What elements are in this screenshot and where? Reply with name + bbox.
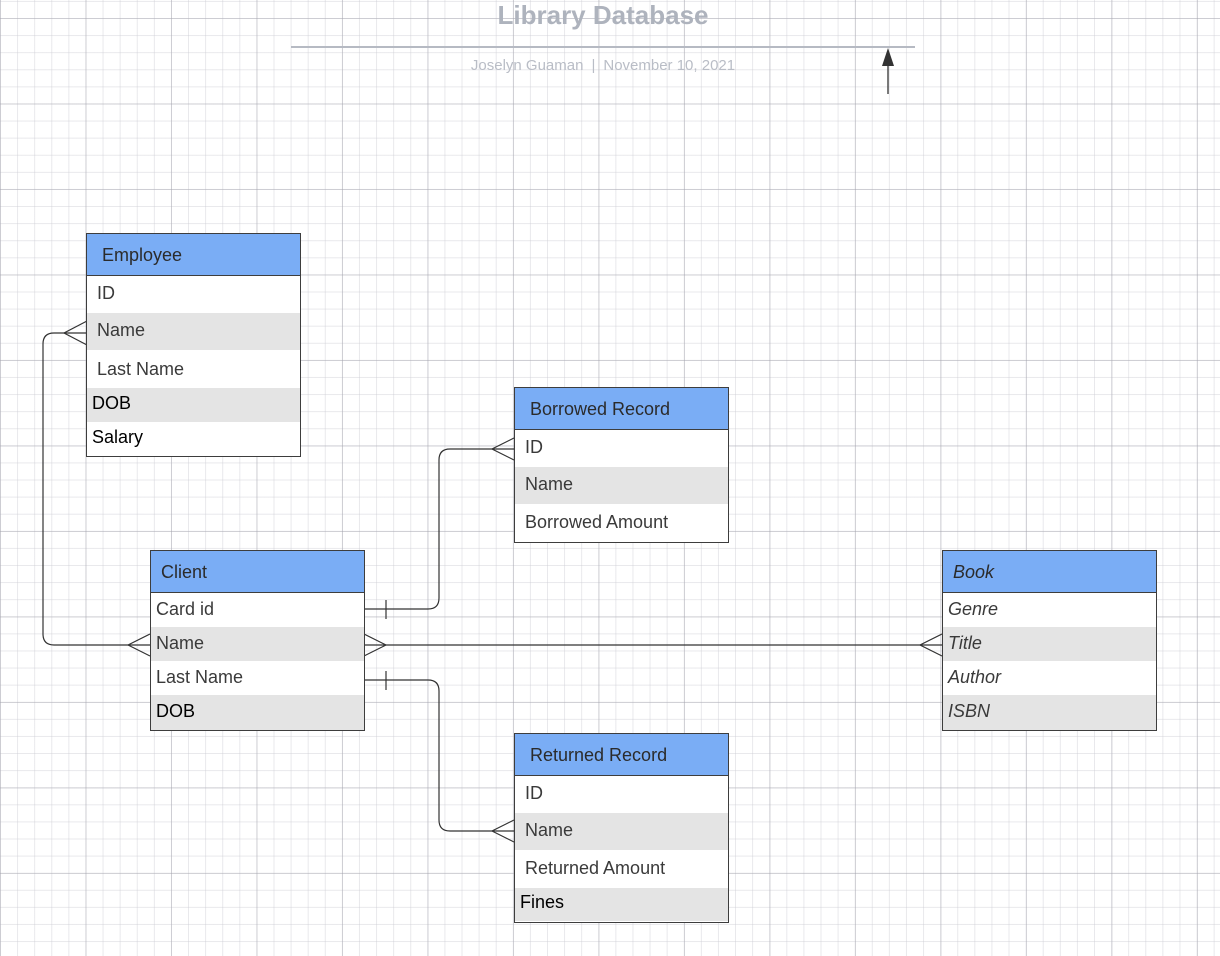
borrowed-record-field-borrowed-amount: Borrowed Amount bbox=[525, 512, 669, 532]
entity-employee-header: Employee bbox=[87, 234, 300, 276]
returned-record-field-returned-amount: Returned Amount bbox=[525, 858, 666, 878]
title-divider bbox=[291, 46, 915, 48]
diagram-title: Library Database bbox=[497, 0, 709, 30]
diagram-subtitle: Joselyn Guaman | November 10, 2021 bbox=[291, 57, 915, 75]
entity-returned-record-header: Returned Record bbox=[515, 734, 728, 776]
up-arrow-icon[interactable] bbox=[882, 48, 894, 94]
entity-returned-record[interactable]: Returned Record ID Name Returned Amount … bbox=[514, 733, 729, 923]
entity-book-header: Book bbox=[943, 551, 1156, 593]
entity-book[interactable]: Book Genre Title Author ISBN bbox=[942, 550, 1157, 731]
borrowed-record-field-name: Name bbox=[515, 467, 728, 504]
entity-borrowed-record[interactable]: Borrowed Record ID Name Borrowed Amount bbox=[514, 387, 729, 543]
returned-record-field-name: Name bbox=[515, 813, 728, 850]
client-field-name: Name bbox=[151, 627, 364, 661]
author-name: Joselyn Guaman bbox=[470, 57, 584, 74]
book-field-isbn: ISBN bbox=[943, 695, 1156, 730]
client-field-card-id: Card id bbox=[156, 599, 215, 619]
employee-field-last-name: Last Name bbox=[97, 359, 185, 379]
employee-field-dob: DOB bbox=[87, 388, 300, 422]
client-field-last-name: Last Name bbox=[156, 667, 244, 687]
diagram-date: November 10, 2021 bbox=[603, 57, 736, 74]
entity-client-header: Client bbox=[151, 551, 364, 593]
connector-client-book[interactable] bbox=[363, 633, 943, 657]
employee-field-salary: Salary bbox=[92, 427, 144, 447]
employee-field-name: Name bbox=[87, 313, 300, 350]
entity-client[interactable]: Client Card id Name Last Name DOB bbox=[150, 550, 365, 731]
client-field-dob: DOB bbox=[151, 695, 364, 730]
returned-record-field-id: ID bbox=[525, 783, 543, 803]
book-field-genre: Genre bbox=[948, 599, 999, 619]
entity-borrowed-record-header: Borrowed Record bbox=[515, 388, 728, 430]
book-field-author: Author bbox=[948, 667, 1002, 687]
connector-employee-client[interactable] bbox=[42, 320, 151, 657]
subtitle-separator: | bbox=[591, 57, 596, 74]
returned-record-field-fines: Fines bbox=[515, 888, 728, 921]
connector-client-borrowed[interactable] bbox=[364, 437, 515, 619]
entity-employee[interactable]: Employee ID Name Last Name DOB Salary bbox=[86, 233, 301, 457]
connector-client-returned[interactable] bbox=[364, 671, 515, 843]
borrowed-record-field-id: ID bbox=[525, 437, 543, 457]
book-field-title: Title bbox=[943, 627, 1156, 661]
employee-field-id: ID bbox=[97, 283, 115, 303]
